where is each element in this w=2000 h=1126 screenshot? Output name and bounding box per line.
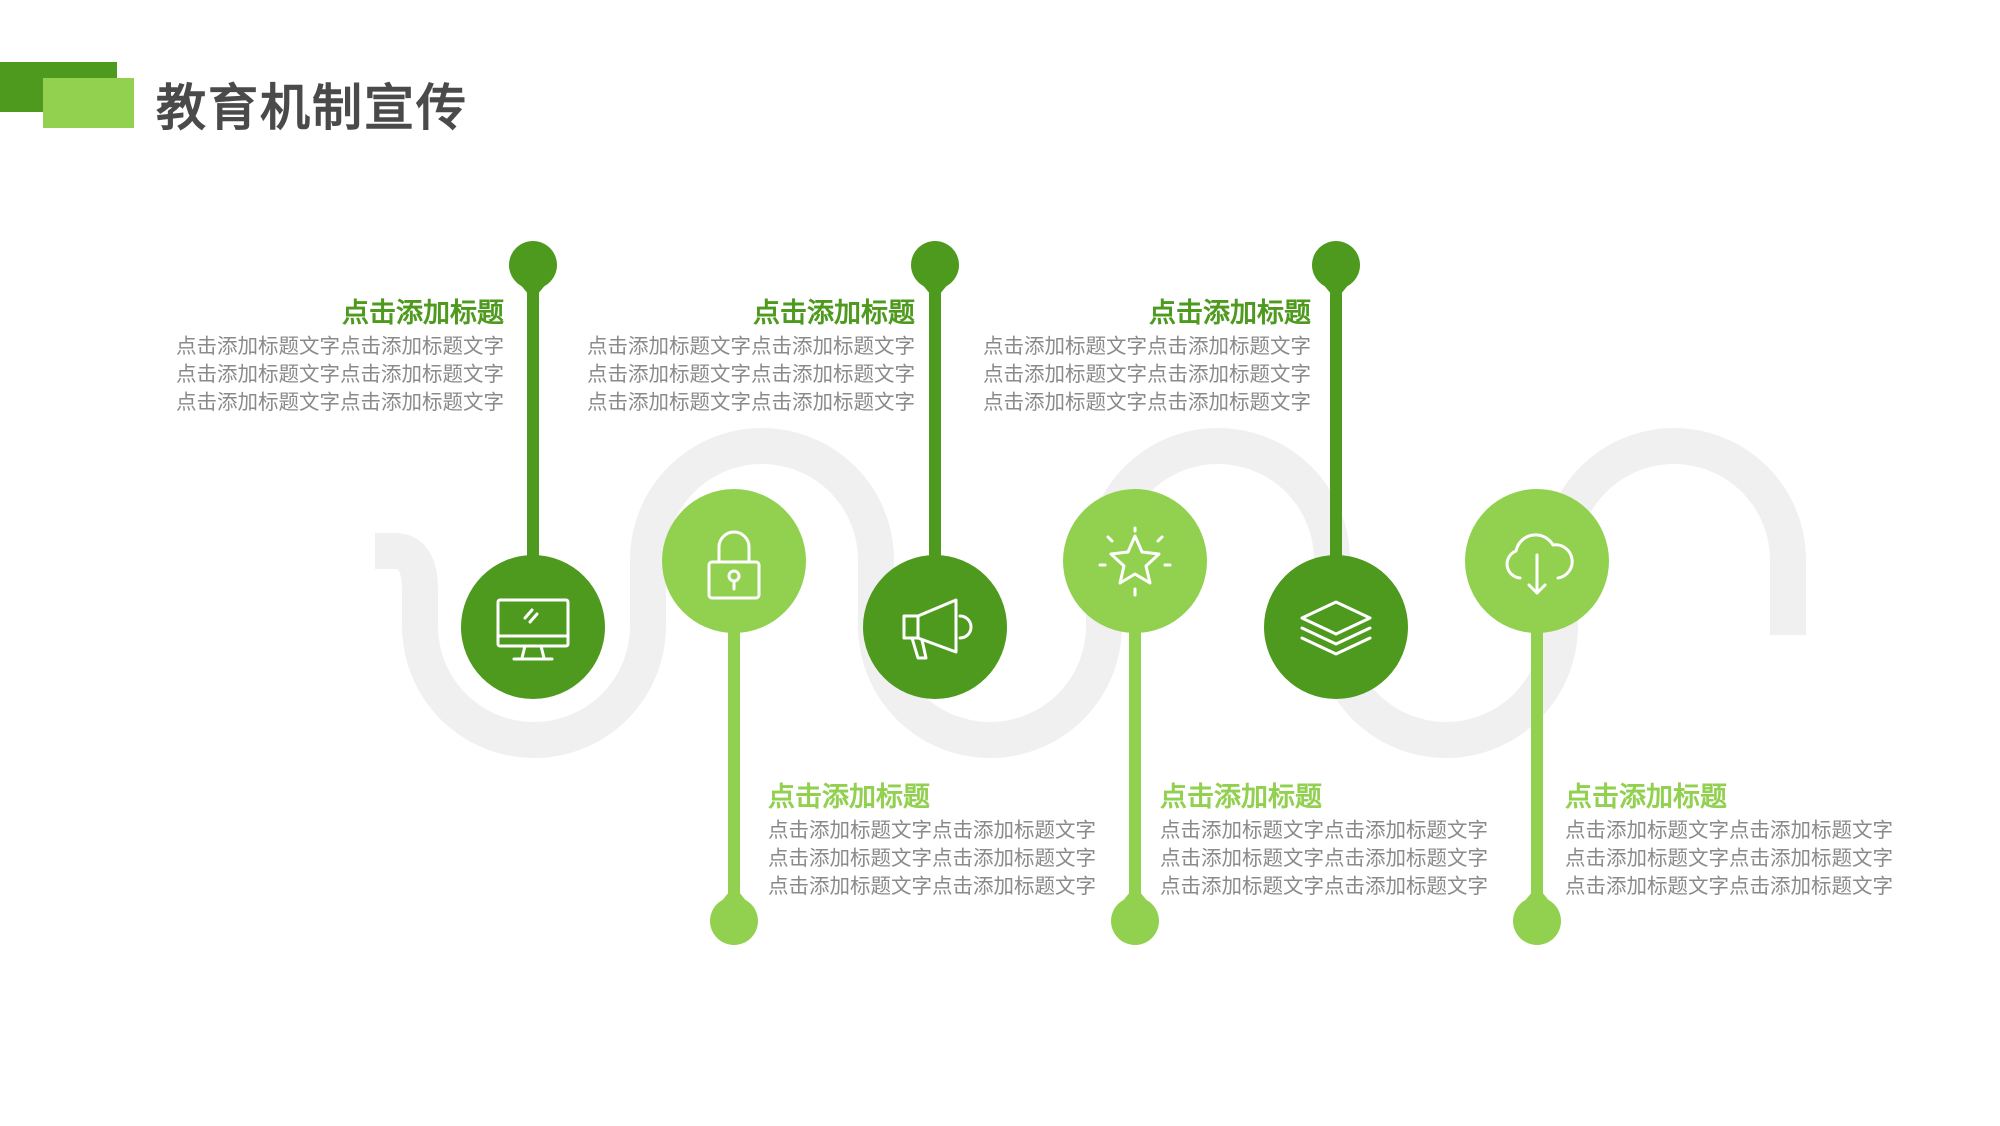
item-heading-6: 点击添加标题 [1565,782,1727,813]
stem-4 [1111,630,1159,945]
node-circle-4 [1063,489,1207,633]
item-text-1: 点击添加标题 点击添加标题文字点击添加标题文字点击添加标题文字点击添加标题文字点… [174,296,504,416]
title-accent-light-bar [43,78,134,128]
item-heading-1: 点击添加标题 [342,298,504,329]
padlock-icon [707,530,761,600]
node-circle-5 [1264,555,1408,699]
item-text-6: 点击添加标题 点击添加标题文字点击添加标题文字点击添加标题文字点击添加标题文字点… [1565,780,1895,900]
star-icon [1098,526,1172,597]
item-heading-2: 点击添加标题 [768,782,930,813]
stem-1 [509,241,557,560]
cloud-download-icon [1505,533,1574,595]
monitor-icon [496,598,570,661]
item-heading-3: 点击添加标题 [753,298,915,329]
node-circle-6 [1465,489,1609,633]
item-text-5: 点击添加标题 点击添加标题文字点击添加标题文字点击添加标题文字点击添加标题文字点… [981,296,1311,416]
item-text-4: 点击添加标题 点击添加标题文字点击添加标题文字点击添加标题文字点击添加标题文字点… [1160,780,1490,900]
stem-3 [911,241,959,560]
page-title: 教育机制宣传 [156,79,468,137]
item-body-6: 点击添加标题文字点击添加标题文字点击添加标题文字点击添加标题文字点击添加标题文字… [1565,818,1893,898]
item-body-1: 点击添加标题文字点击添加标题文字点击添加标题文字点击添加标题文字点击添加标题文字… [176,334,504,414]
item-body-3: 点击添加标题文字点击添加标题文字点击添加标题文字点击添加标题文字点击添加标题文字… [587,334,915,414]
stem-5 [1312,241,1360,560]
item-text-2: 点击添加标题 点击添加标题文字点击添加标题文字点击添加标题文字点击添加标题文字点… [768,780,1098,900]
node-circle-3 [863,555,1007,699]
layers-icon [1300,600,1372,656]
item-body-2: 点击添加标题文字点击添加标题文字点击添加标题文字点击添加标题文字点击添加标题文字… [768,818,1096,898]
node-circle-2 [662,489,806,633]
stem-2 [710,630,758,945]
megaphone-icon [902,598,973,660]
node-circle-1 [461,555,605,699]
item-heading-4: 点击添加标题 [1160,782,1322,813]
item-text-3: 点击添加标题 点击添加标题文字点击添加标题文字点击添加标题文字点击添加标题文字点… [585,296,915,416]
item-body-5: 点击添加标题文字点击添加标题文字点击添加标题文字点击添加标题文字点击添加标题文字… [983,334,1311,414]
item-body-4: 点击添加标题文字点击添加标题文字点击添加标题文字点击添加标题文字点击添加标题文字… [1160,818,1488,898]
item-heading-5: 点击添加标题 [1149,298,1311,329]
stem-6 [1513,630,1561,945]
